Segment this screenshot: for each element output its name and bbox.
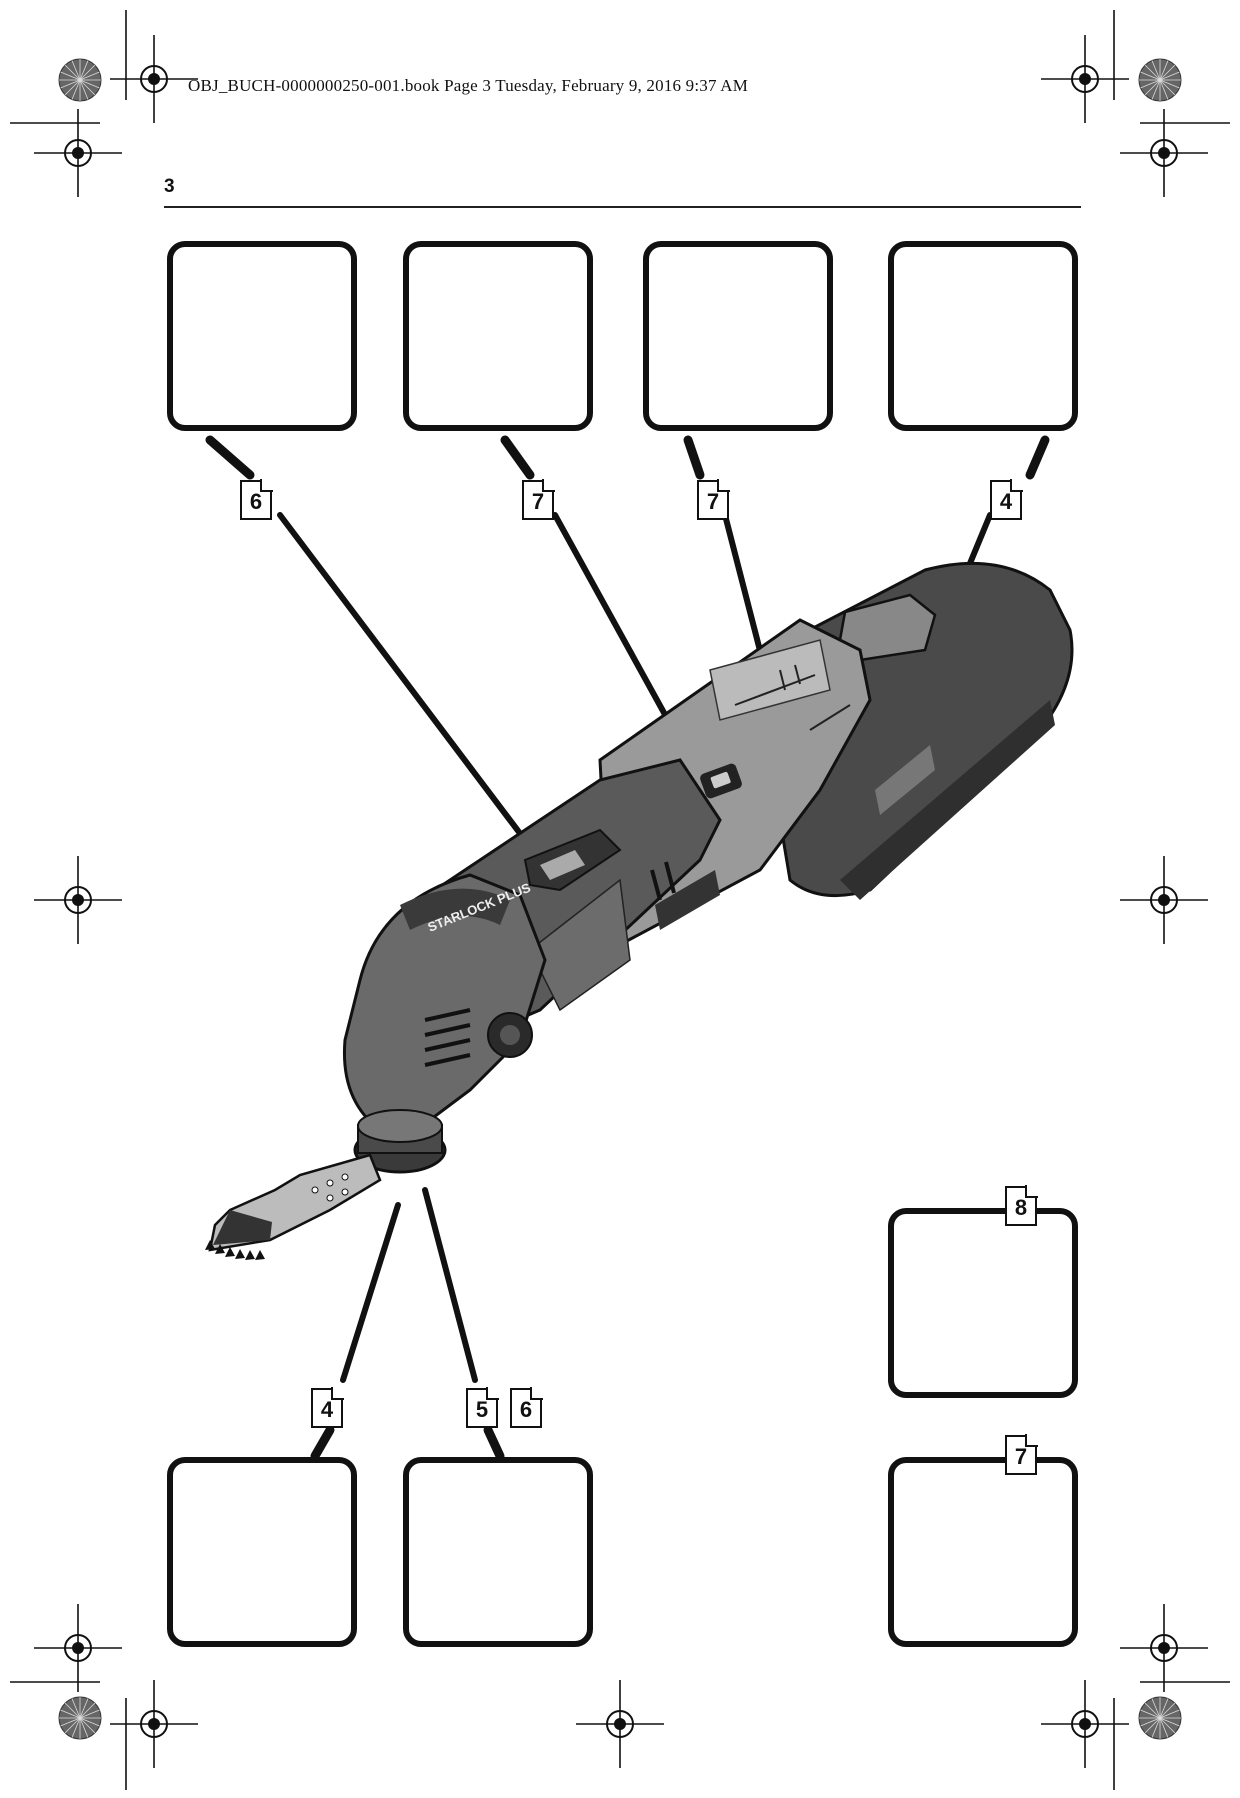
callout-box-battery-charge (643, 241, 833, 431)
page-tag-battery-charge: 7 (697, 479, 730, 520)
page-tag-tool-change-b: 6 (510, 1387, 543, 1428)
callout-box-battery-insert (888, 241, 1078, 431)
callout-box-speed (403, 241, 593, 431)
page-number: 3 (164, 176, 175, 197)
print-header: OBJ_BUCH-0000000250-001.book Page 3 Tues… (188, 76, 749, 95)
page-tag-speed: 7 (522, 479, 555, 520)
page-tag-depth-stop: 4 (311, 1387, 344, 1428)
header-rule (164, 206, 1081, 208)
oscillating-tool-illustration: STARLOCK PLUS (205, 561, 1074, 1260)
callout-box-on-off (167, 241, 357, 431)
callout-box-hand-arm (888, 1457, 1078, 1647)
page-tag-tool-change-a: 5 (466, 1387, 499, 1428)
callout-box-packaging (888, 1208, 1078, 1398)
callout-box-depth-stop (167, 1457, 357, 1647)
page-tag-battery-insert: 4 (990, 479, 1023, 520)
trim-marks (10, 10, 1230, 1790)
leader-lines (205, 435, 1050, 1461)
page-tag-packaging: 8 (1005, 1185, 1038, 1226)
page-tag-hand-arm: 7 (1005, 1434, 1038, 1475)
page-tag-on-off: 6 (240, 479, 273, 520)
callout-box-tool-change (403, 1457, 593, 1647)
